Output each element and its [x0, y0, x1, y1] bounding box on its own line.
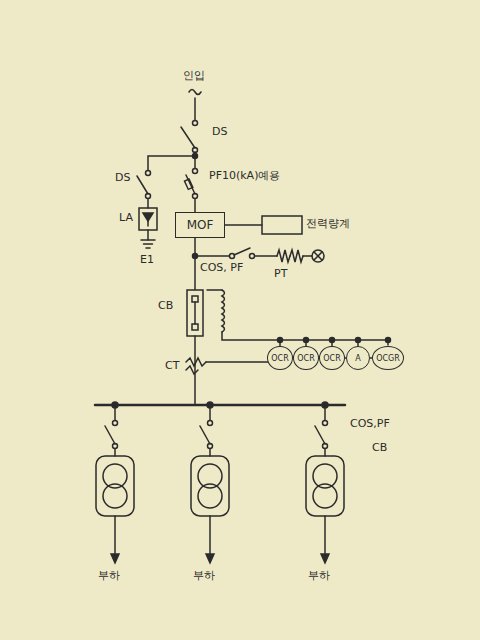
- disconnect-switch: [230, 248, 255, 259]
- current-transformer: [186, 358, 206, 374]
- text-label: COS,PF: [350, 418, 390, 430]
- potential-transformer: [277, 250, 303, 262]
- text-label: 인입: [183, 70, 205, 82]
- node-text: OCGR: [376, 354, 400, 363]
- wire: [148, 156, 195, 170]
- feeder: [191, 402, 229, 563]
- relay-circle: OCR: [319, 346, 344, 370]
- trip-coil: [222, 290, 225, 332]
- text-label: 부하: [308, 570, 330, 582]
- text-label: 부하: [98, 570, 120, 582]
- relay-taps: [278, 338, 391, 347]
- meter-circle: A: [346, 346, 370, 370]
- node-text: OCR: [323, 354, 340, 363]
- wire: [303, 255, 312, 257]
- wire: [255, 255, 277, 257]
- node-text: MOF: [187, 218, 214, 232]
- relay-circle: OCR: [267, 346, 292, 370]
- feeder: [96, 402, 134, 563]
- wire: [194, 98, 196, 120]
- node-text: A: [355, 354, 360, 363]
- node-text: OCR: [271, 354, 288, 363]
- incoming-symbol: [189, 90, 201, 95]
- wire: [147, 199, 149, 208]
- voltmeter-symbol: [312, 250, 324, 262]
- relay-circle: OCR: [293, 346, 318, 370]
- wire: [222, 332, 388, 345]
- disconnect-switch: [181, 121, 198, 153]
- circuit-breaker: [187, 290, 203, 336]
- wire: [220, 224, 262, 226]
- text-label: PT: [274, 268, 287, 280]
- text-label: CT: [165, 360, 179, 372]
- wire: [147, 230, 149, 240]
- wire: [194, 336, 196, 405]
- disconnect-switch: [137, 171, 151, 199]
- text-label: CB: [372, 442, 387, 454]
- text-label: DS: [212, 126, 227, 138]
- wire: [195, 255, 229, 257]
- text-label: 전력량계: [306, 218, 350, 230]
- text-label: LA: [119, 212, 133, 224]
- text-label: CB: [158, 300, 173, 312]
- wire: [207, 289, 222, 291]
- lightning-arrester: [139, 208, 157, 230]
- feeder: [306, 402, 344, 563]
- mof-box: MOF: [175, 212, 226, 238]
- wire: [206, 361, 268, 363]
- node-text: OCR: [297, 354, 314, 363]
- relay-circle: OCGR: [372, 346, 404, 370]
- ground-symbol: [141, 240, 155, 248]
- text-label: DS: [115, 172, 130, 184]
- power-fuse: [184, 169, 197, 199]
- text-label: COS, PF: [200, 262, 243, 274]
- text-label: PF10(kA)예용: [209, 170, 280, 182]
- text-label: 부하: [193, 570, 215, 582]
- bus-bar: [95, 404, 345, 407]
- watt-hour-meter: [262, 216, 302, 234]
- text-label: E1: [140, 254, 154, 266]
